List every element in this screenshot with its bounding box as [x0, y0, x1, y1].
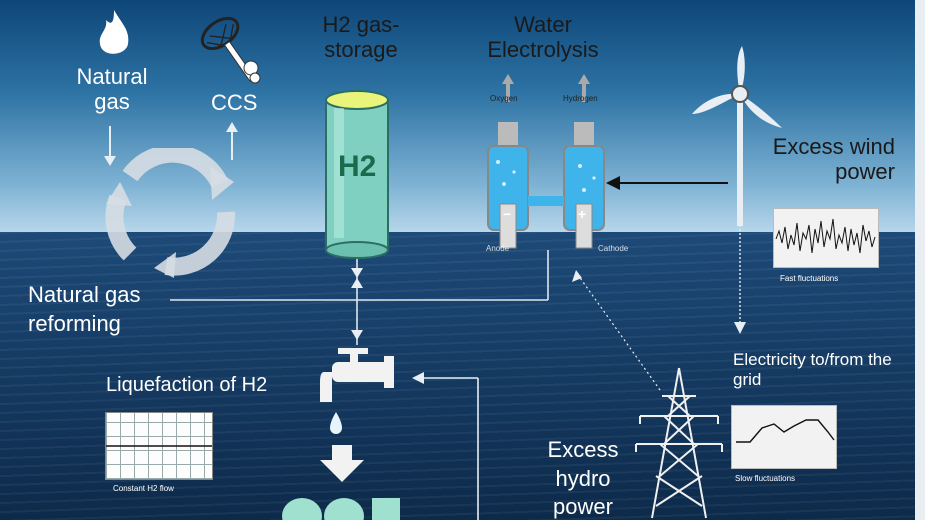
ccs-label: CCS: [211, 90, 258, 115]
plus-sign: +: [578, 206, 587, 222]
water-electrolysis-label: Water Electrolysis: [487, 12, 599, 63]
slow-fluctuations-chart: [731, 405, 837, 469]
recycle-arrows-icon: [105, 148, 236, 278]
ccs-net-icon: [200, 16, 261, 84]
sky-background: [0, 0, 925, 232]
liquid-storage-tanks-icon: [282, 498, 400, 520]
h2-tank-icon: [325, 90, 389, 259]
pylon-icon: [635, 367, 723, 519]
constant-flow-trace: [106, 445, 212, 447]
electrolysis-cell-icon: [487, 74, 605, 249]
minus-sign: −: [503, 206, 512, 222]
electricity-grid-label: Electricity to/from the grid: [733, 350, 892, 389]
constant-flow-label: Constant H2 flow: [113, 484, 174, 493]
slow-fluctuations-trace: [736, 419, 835, 443]
fast-fluctuations-label: Fast fluctuations: [780, 274, 839, 283]
oxygen-label: Oxygen: [490, 94, 518, 103]
faucet-icon: [320, 348, 394, 402]
sea-background: [0, 232, 925, 520]
excess-hydro-power-label: Excess hydro power: [547, 437, 619, 520]
fast-fluctuations-chart: [773, 208, 879, 268]
hydrogen-label: Hydrogen: [563, 94, 598, 103]
liquefaction-label: Liquefaction of H2: [106, 374, 268, 396]
fast-fluctuations-trace: [775, 218, 876, 254]
natural-gas-label: Natural gas: [76, 64, 148, 115]
right-edge-strip: [915, 0, 925, 520]
constant-flow-chart: [105, 412, 213, 480]
wind-turbine-icon: [692, 46, 782, 226]
excess-wind-power-label: Excess wind power: [772, 134, 895, 185]
cathode-label: Cathode: [598, 244, 629, 253]
h2-tank-text: H2: [338, 150, 377, 183]
flame-icon: [99, 10, 129, 54]
h2-gas-storage-label: H2 gas-storage: [322, 12, 400, 63]
slow-fluctuations-label: Slow fluctuations: [735, 474, 796, 483]
anode-label: Anode: [486, 244, 510, 253]
natural-gas-reforming-label: Natural gas reforming: [28, 282, 141, 336]
